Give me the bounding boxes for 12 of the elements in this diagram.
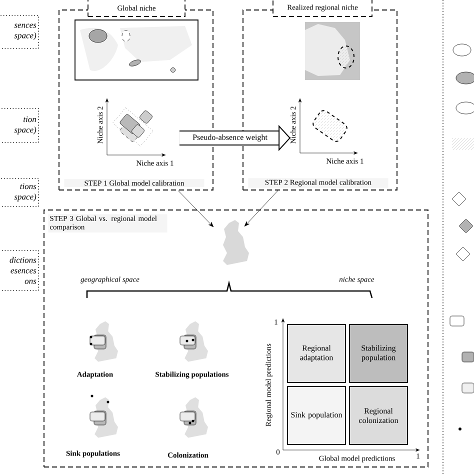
arrow bbox=[178, 190, 214, 228]
quadrant-box: Sink population bbox=[287, 386, 346, 445]
quadrant-box: Stabilizing population bbox=[349, 324, 408, 383]
picture bbox=[223, 220, 249, 265]
note-box: sences space) bbox=[0, 15, 39, 49]
note-box: dictions esences ons bbox=[0, 250, 39, 291]
note-box: tion space) bbox=[0, 108, 39, 143]
arrow bbox=[244, 190, 278, 226]
quadrant-box: Regional adaptation bbox=[287, 324, 346, 383]
edge-label: Pseudo-absence weight bbox=[192, 134, 268, 142]
note-box: tions space) bbox=[0, 178, 39, 207]
quadrant-box: Regional colonization bbox=[349, 386, 408, 445]
